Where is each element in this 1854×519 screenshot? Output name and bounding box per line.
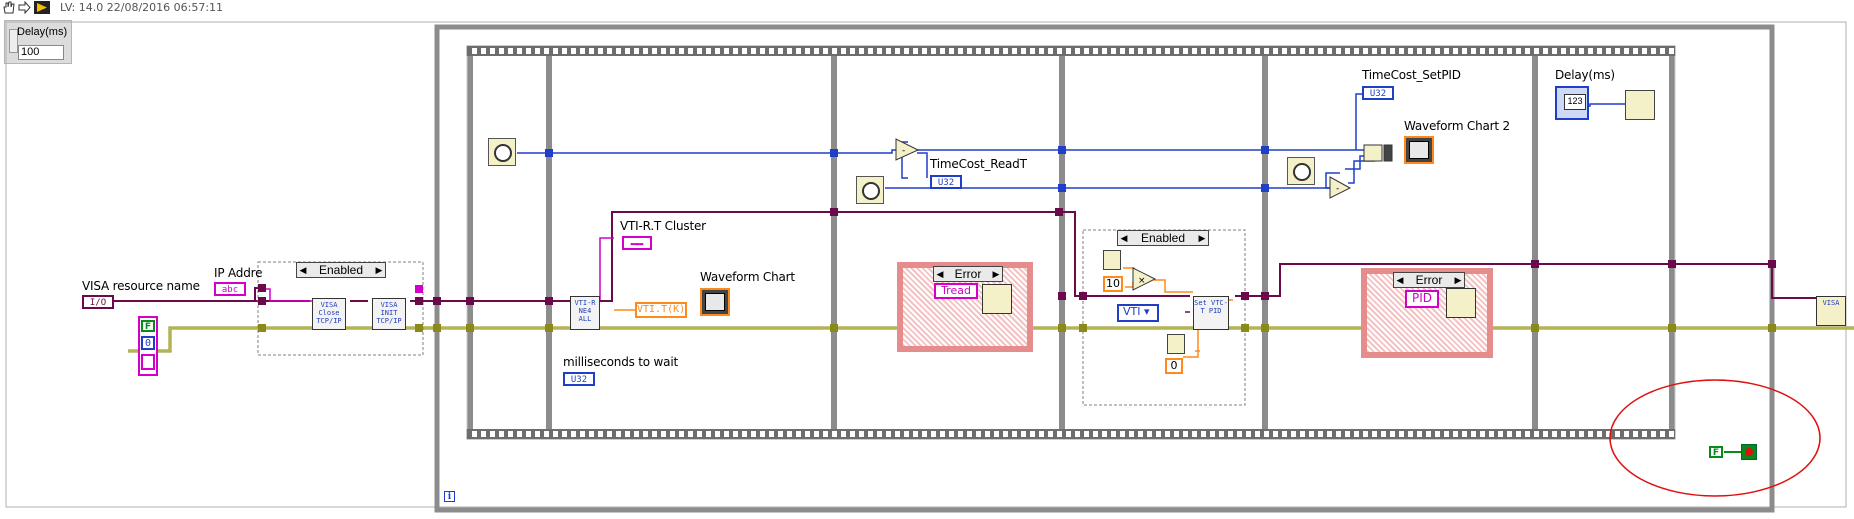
lv-version-label: LV: 14.0 22/08/2016 06:57:11 [60, 1, 224, 14]
vti-read-subvi[interactable]: VTI-R NE4 ALL [570, 296, 600, 330]
arrow-right-icon[interactable] [18, 1, 31, 14]
sequence-frame-dividers [467, 56, 1675, 429]
zero-constant[interactable]: 0 [1165, 358, 1183, 374]
vti-rt-cluster-terminal[interactable]: ▬▬▬ [622, 236, 652, 250]
visa-resource-label: VISA resource name [82, 279, 200, 293]
refnum-tunnels [258, 208, 1776, 305]
loop-stop-terminal[interactable] [1741, 444, 1757, 460]
error-case-structure-1: ◀ Error ▶ [897, 262, 1033, 352]
ip-address-terminal[interactable]: abc [214, 282, 246, 296]
tick-count-clock-icon[interactable] [488, 138, 516, 166]
code-numeric-constant[interactable]: 0 [141, 336, 155, 350]
simple-error-handler-subvi[interactable] [982, 284, 1012, 314]
tread-string-constant-overlay: Tread [934, 283, 978, 299]
error-case-structure-2: ◀ Error ▶ [1361, 268, 1493, 358]
set-pid-subvi[interactable]: Set VTC-T PID [1193, 296, 1229, 330]
svg-text:-: - [1336, 184, 1339, 194]
visa-close-right-subvi[interactable]: VISA [1816, 296, 1846, 326]
delay-ms-label: Delay(ms) [1555, 68, 1615, 82]
selector-right-arrow-icon[interactable]: ▶ [375, 265, 383, 275]
case-selector-1[interactable]: ◀ Error ▶ [933, 266, 1003, 282]
error-cluster-constant[interactable]: F 0 [138, 316, 158, 376]
waveform-chart-2-label: Waveform Chart 2 [1404, 119, 1510, 133]
hand-icon[interactable] [2, 1, 15, 14]
increment-decrement-icon[interactable] [9, 29, 18, 53]
subtract-nodes [895, 138, 1352, 291]
waveform-chart-terminal-icon[interactable] [700, 288, 730, 316]
delay-control-value[interactable]: 100 [18, 45, 64, 60]
status-boolean-constant[interactable]: F [141, 320, 155, 332]
timing-wires [517, 93, 1625, 189]
visa-close-subvi[interactable]: VISA Close TCP/IP [312, 298, 346, 330]
source-string-constant[interactable] [141, 354, 155, 370]
red-annotation-ellipse [1609, 379, 1821, 497]
iteration-terminal: i [444, 491, 455, 502]
exec-highlight-icon[interactable] [34, 1, 50, 14]
selector-left-arrow-icon[interactable]: ◀ [1120, 233, 1128, 243]
timecost-readt-terminal[interactable]: U32 [930, 175, 962, 189]
simple-error-handler-subvi[interactable] [1446, 288, 1476, 318]
delay-control-label: Delay(ms) [17, 26, 68, 38]
random-number-icon[interactable] [1167, 334, 1185, 354]
tick-count-clock-icon[interactable] [1287, 157, 1315, 185]
waveform-chart-2-terminal-icon[interactable] [1404, 136, 1434, 164]
ms-to-wait-terminal[interactable]: U32 [563, 372, 595, 386]
svg-text:-: - [902, 146, 905, 156]
toolbar: LV: 14.0 22/08/2016 06:57:11 [0, 0, 230, 16]
vti-enum-constant[interactable]: VTI ▾ [1117, 304, 1159, 322]
selector-right-arrow-icon[interactable]: ▶ [1198, 233, 1206, 243]
ten-constant[interactable]: 10 [1103, 276, 1123, 292]
disable-selector-2[interactable]: ◀ Enabled ▶ [1117, 230, 1209, 246]
visa-resource-terminal[interactable]: I/O [82, 295, 114, 309]
timecost-setpid-label: TimeCost_SetPID [1362, 68, 1461, 82]
timecost-readt-label: TimeCost_ReadT [930, 157, 1027, 171]
wait-ms-icon[interactable] [1625, 90, 1655, 120]
vti-rt-cluster-label: VTI-R.T Cluster [620, 219, 706, 233]
disable-selector-1[interactable]: ◀ Enabled ▶ [296, 262, 386, 278]
vti-tk-terminal[interactable]: VTI.T(K) [635, 302, 687, 318]
pid-string-constant-overlay: PID [1405, 290, 1439, 308]
ms-to-wait-label: milliseconds to wait [563, 355, 678, 369]
case-selector-2[interactable]: ◀ Error ▶ [1393, 272, 1465, 288]
delay-ms-control-terminal[interactable]: 123 [1555, 86, 1589, 120]
delay-numeric-control[interactable]: Delay(ms) 100 [4, 20, 72, 64]
tick-count-clock-icon[interactable] [856, 176, 884, 204]
ip-address-label: IP Addre [214, 266, 263, 280]
svg-text:×: × [1138, 276, 1146, 286]
waveform-chart-label: Waveform Chart [700, 270, 795, 284]
random-number-icon[interactable] [1103, 250, 1121, 270]
selector-left-arrow-icon[interactable]: ◀ [299, 265, 307, 275]
timecost-setpid-terminal[interactable]: U32 [1362, 86, 1394, 100]
false-boolean-constant[interactable]: F [1709, 446, 1723, 458]
timing-tunnels [545, 146, 1269, 192]
visa-init-subvi[interactable]: VISA INIT TCP/IP [372, 298, 406, 330]
